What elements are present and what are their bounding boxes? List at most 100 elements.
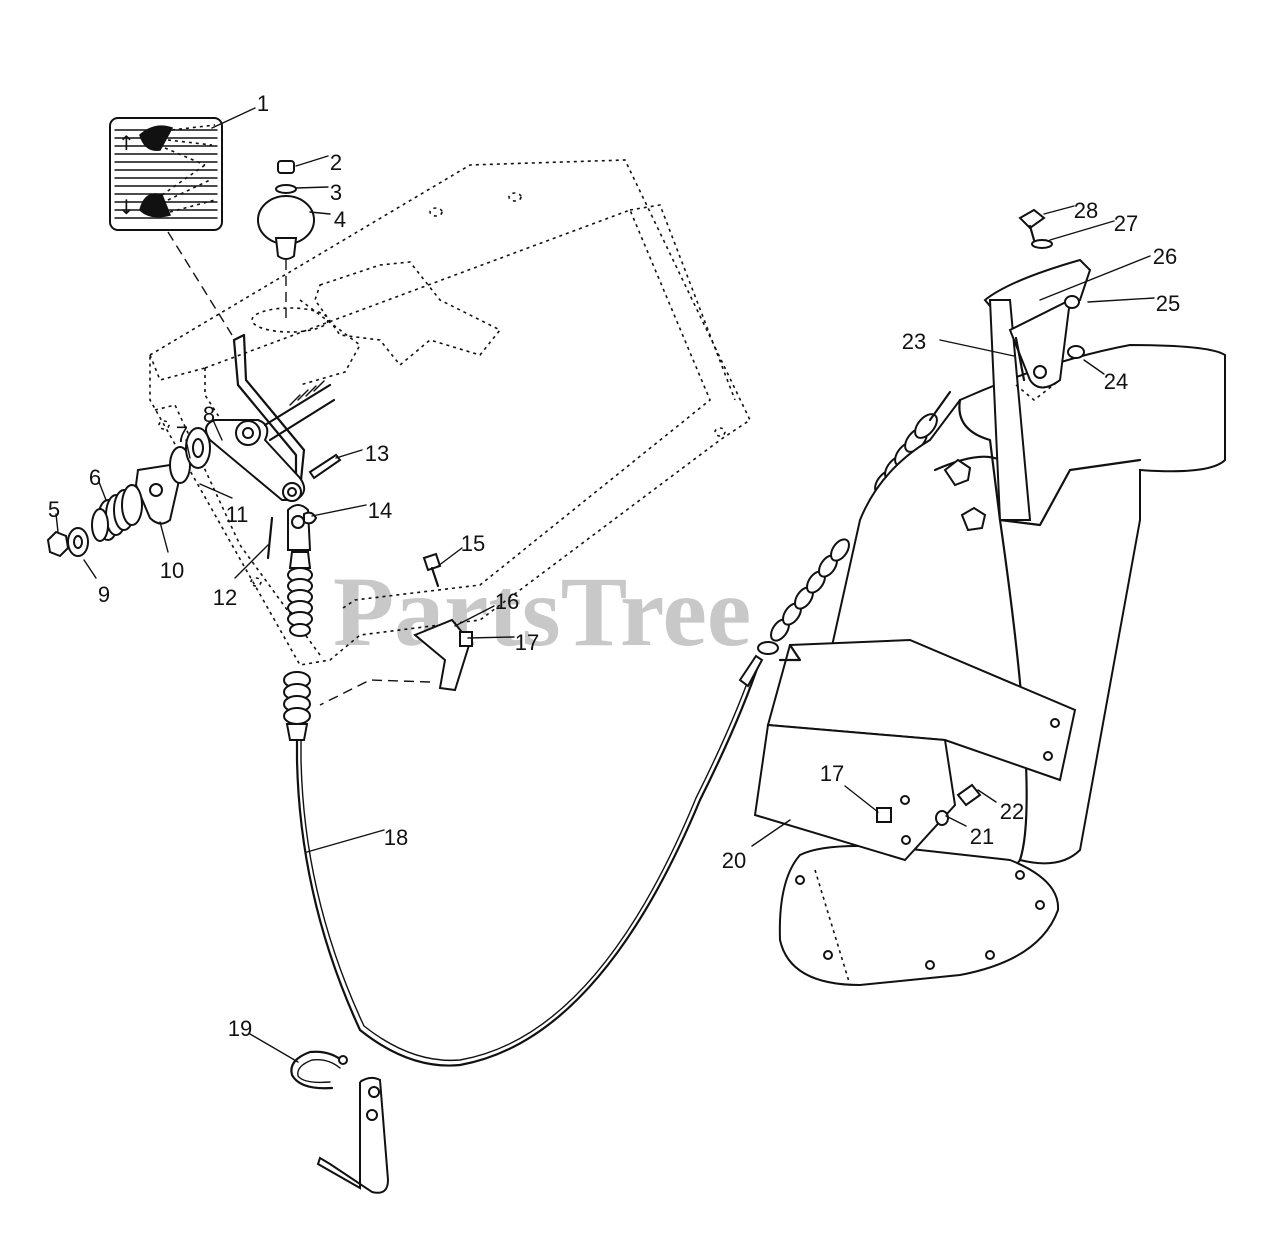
callout-c12: 12: [213, 544, 269, 610]
leader-line: [1043, 205, 1075, 215]
leader-line: [335, 449, 363, 459]
decal: ↑ ↓: [109, 117, 233, 336]
callout-c24: 24: [1083, 359, 1128, 394]
callout-number: 6: [89, 465, 101, 490]
callout-c8: 8: [203, 402, 223, 441]
leader-line: [309, 211, 331, 215]
callout-number: 18: [384, 825, 408, 850]
leader-line: [1083, 359, 1105, 375]
leader-line: [199, 483, 233, 499]
callout-number: 5: [48, 497, 60, 522]
callout-c7: 7: [176, 422, 191, 459]
callout-number: 14: [368, 498, 392, 523]
callout-number: 26: [1153, 244, 1177, 269]
callout-number: 21: [970, 824, 994, 849]
callout-c15: 15: [437, 531, 485, 567]
callout-c23: 23: [902, 329, 1015, 357]
leader-line: [977, 789, 997, 803]
leader-line: [467, 636, 515, 639]
callout-c5: 5: [48, 497, 60, 533]
cable-end-upper: [287, 551, 313, 637]
leader-line: [249, 1033, 299, 1063]
callout-c26: 26: [1039, 244, 1177, 301]
leader-line: [844, 785, 879, 813]
callout-c19: 19: [228, 1016, 299, 1063]
arrow-up-icon: ↑: [118, 131, 135, 155]
leader-line: [295, 155, 329, 167]
control-panel-housing: [149, 159, 752, 666]
leader-line: [185, 439, 191, 459]
leader-line: [98, 481, 107, 501]
leader-line: [55, 513, 59, 533]
callout-number: 15: [461, 531, 485, 556]
linkage-hardware: [266, 453, 342, 560]
callout-number: 11: [226, 502, 249, 527]
callout-number: 2: [330, 150, 342, 175]
callout-number: 4: [334, 207, 346, 232]
leader-line: [454, 605, 495, 627]
callout-c13: 13: [335, 441, 389, 466]
deflector-hardware: [1018, 208, 1053, 249]
callout-number: 28: [1074, 198, 1098, 223]
knob-assembly: [257, 160, 315, 320]
callout-number: 12: [213, 585, 237, 610]
callout-c22: 22: [977, 789, 1024, 824]
leader-line: [1087, 297, 1155, 303]
bolt-15: [422, 552, 442, 588]
callout-c10: 10: [159, 521, 184, 583]
cable-bracket: [319, 618, 473, 706]
callout-number: 19: [228, 1016, 252, 1041]
leader-line: [751, 819, 791, 847]
callout-number: 1: [257, 91, 269, 116]
leader-line: [939, 339, 1015, 357]
watermark-text: PartsTree: [333, 556, 751, 667]
callout-number: 25: [1156, 291, 1180, 316]
leader-line: [159, 521, 169, 553]
callout-c6: 6: [89, 465, 107, 501]
callout-c3: 3: [295, 180, 342, 205]
callout-number: 22: [1000, 799, 1024, 824]
leader-line: [945, 815, 967, 827]
callout-c28: 28: [1043, 198, 1098, 223]
leader-line: [234, 544, 269, 579]
callout-number: 3: [330, 180, 342, 205]
callout-number: 20: [722, 848, 746, 873]
callout-c14: 14: [311, 498, 392, 523]
leader-line: [311, 504, 367, 517]
callout-layer: 1234567891011121314151617181917202122232…: [48, 91, 1180, 1063]
callout-number: 7: [176, 422, 188, 447]
callout-c17a: 17: [467, 630, 539, 655]
callout-number: 9: [98, 582, 110, 607]
leader-line: [437, 547, 463, 567]
leader-line: [212, 419, 223, 441]
callout-c16: 16: [454, 589, 519, 627]
control-cable: [283, 657, 762, 1067]
discharge-chute: [778, 258, 1226, 987]
callout-c17b: 17: [820, 761, 879, 813]
leader-line: [83, 559, 97, 579]
cable-end-chute: [738, 538, 850, 688]
arrow-down-icon: ↓: [118, 195, 135, 219]
callout-number: 10: [160, 558, 184, 583]
callout-number: 17: [820, 761, 844, 786]
leader-line: [1039, 255, 1151, 301]
callout-c18: 18: [306, 825, 408, 853]
callout-number: 24: [1104, 369, 1128, 394]
chute-bracket: [753, 638, 1077, 862]
callout-number: 23: [902, 329, 926, 354]
callout-c9: 9: [83, 559, 110, 607]
callout-c4: 4: [309, 207, 346, 232]
mounting-bracket: [316, 1076, 390, 1194]
callout-c21: 21: [945, 815, 994, 849]
leader-line: [211, 107, 256, 129]
callout-number: 16: [495, 589, 519, 614]
cable-clip: [290, 1050, 348, 1090]
callout-c2: 2: [295, 150, 342, 175]
callout-c20: 20: [722, 819, 791, 873]
callout-c27: 27: [1049, 211, 1138, 241]
callout-number: 27: [1114, 211, 1138, 236]
callout-c11: 11: [199, 483, 249, 527]
leader-line: [306, 829, 385, 853]
leader-line: [1049, 220, 1115, 241]
